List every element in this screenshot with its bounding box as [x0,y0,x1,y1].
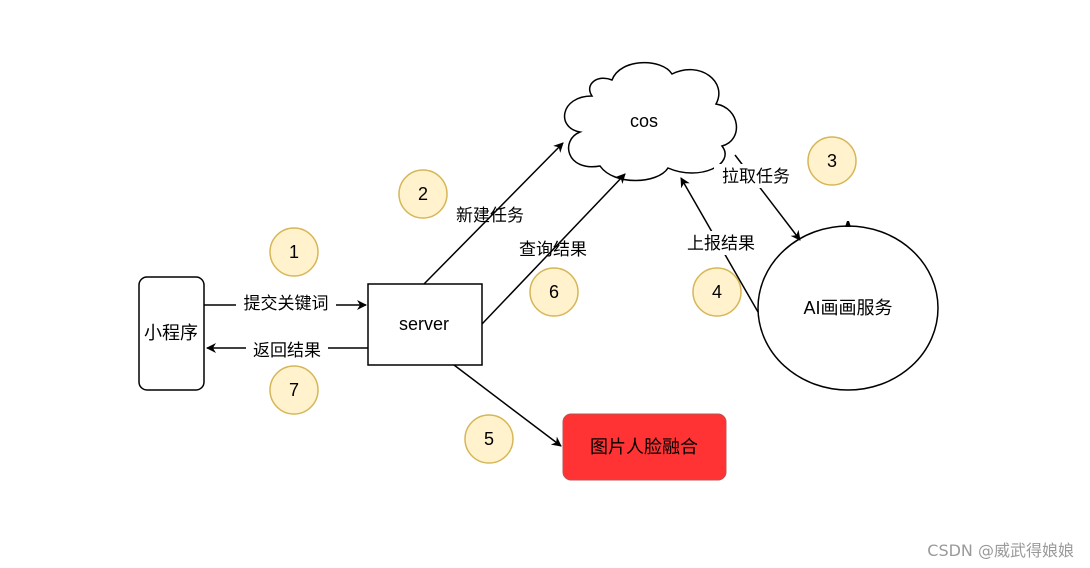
step-3-badge: 3 [807,136,857,186]
step-4-number: 4 [712,282,722,302]
step-1-badge: 1 [269,227,319,277]
step-3-number: 3 [827,151,837,171]
label-create-task: 新建任务 [456,206,524,226]
step-5-badge: 5 [464,414,514,464]
ai-service-label: AI画画服务 [803,298,892,318]
edge-create-task [423,142,564,285]
cos-cloud-node: cos [563,62,738,182]
step-6-number: 6 [549,282,559,302]
step-4-badge: 4 [692,267,742,317]
step-6-badge: 6 [529,267,579,317]
step-2-badge: 2 [398,169,448,219]
step-2-number: 2 [418,184,428,204]
step-7-number: 7 [289,380,299,400]
face-fusion-label: 图片人脸融合 [590,437,698,457]
miniprogram-label: 小程序 [144,323,198,343]
server-node: server [367,283,483,366]
label-return-result: 返回结果 [253,341,321,361]
ai-service-node: AI画画服务 [757,221,939,391]
cos-label: cos [630,111,658,131]
edge-query-result [481,173,626,325]
step-5-number: 5 [484,429,494,449]
label-submit-keyword: 提交关键词 [244,294,329,314]
watermark: CSDN @威武得娘娘 [927,541,1074,560]
label-query-result: 查询结果 [519,240,587,260]
step-7-badge: 7 [269,365,319,415]
label-pull-task: 拉取任务 [722,167,790,187]
edge-face-fusion [453,364,562,447]
face-fusion-node: 图片人脸融合 [562,413,727,481]
server-label: server [399,314,449,334]
step-1-number: 1 [289,242,299,262]
miniprogram-node: 小程序 [138,276,205,391]
label-report-result: 上报结果 [687,234,755,254]
